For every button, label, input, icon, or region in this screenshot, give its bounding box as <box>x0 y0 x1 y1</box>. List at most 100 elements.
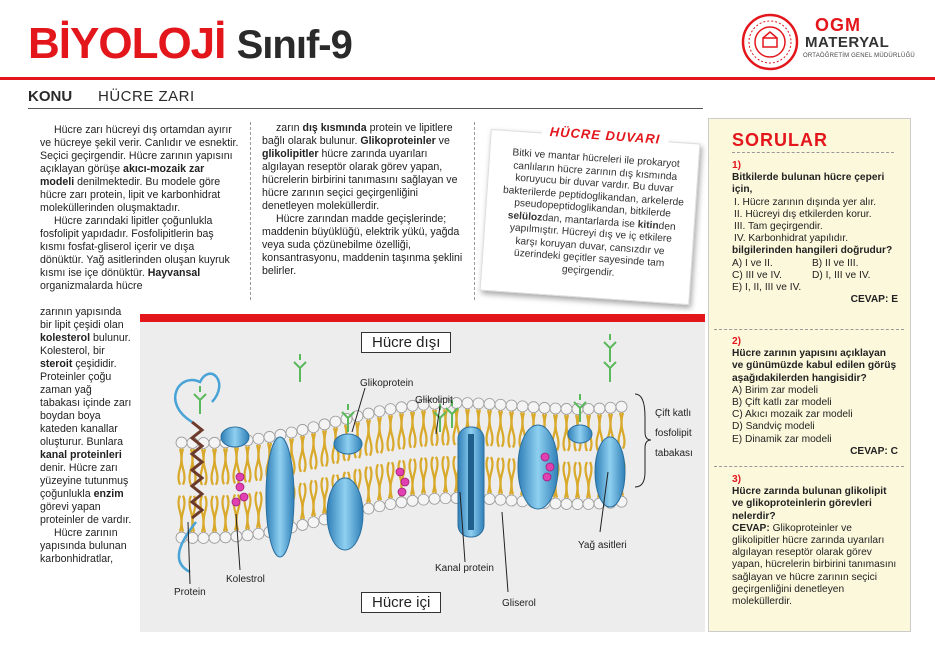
fatty-acid-tail <box>202 495 208 533</box>
phospholipid-head <box>417 493 430 506</box>
protein-strand <box>173 372 221 424</box>
phospholipid-head <box>439 492 452 505</box>
question-1: 1) Bitkilerde bulunan hücre çeperi için,… <box>732 160 898 306</box>
phospholipid-head <box>296 424 309 436</box>
brand-subtitle: ORTAÖĞRETİM GENEL MÜDÜRLÜĞÜ <box>803 53 915 59</box>
title-subject: BİYOLOJİ <box>28 19 226 68</box>
fatty-acid-tail <box>378 416 384 454</box>
fatty-acid-tail <box>510 458 516 495</box>
question-number: 2) <box>732 336 742 347</box>
fatty-acid-tail <box>488 456 494 494</box>
fatty-acid-tail <box>301 435 307 473</box>
peripheral-protein <box>220 426 250 448</box>
phospholipid-head <box>560 403 573 415</box>
phospholipid-head <box>505 399 518 412</box>
cholesterol-molecule <box>235 482 245 492</box>
fatty-acid-tail <box>411 411 417 449</box>
fatty-acid-tail <box>257 444 263 482</box>
cholesterol-label: Kolestrol <box>226 574 265 585</box>
question-number: 1) <box>732 160 742 171</box>
channel-protein-label: Kanal protein <box>435 563 494 574</box>
phospholipid-head <box>384 498 397 511</box>
bilayer-label-1: Çift katlı <box>655 408 692 419</box>
answer-option: C) III ve IV. <box>732 269 783 281</box>
question-statement: IV. Karbonhidrat yapılıdır. <box>734 233 849 245</box>
carbohydrate-chain <box>603 354 617 382</box>
fatty-acid-tail <box>499 410 505 448</box>
fatty-acid-tail <box>389 461 395 499</box>
phospholipid-head <box>197 532 210 544</box>
fatty-acid-tail <box>400 412 406 450</box>
fatty-acid-tail <box>422 410 428 448</box>
brand-materyal: MATERYAL <box>805 34 890 51</box>
cholesterol-molecule <box>395 467 405 477</box>
page-title: BİYOLOJİ Sınıf-9 <box>28 19 353 68</box>
fatty-acid-tail <box>433 409 439 447</box>
phospholipid-head <box>318 418 331 431</box>
cell-wall-card: HÜCRE DUVARI Bitki ve mantar hücreleri i… <box>479 123 701 306</box>
fatty-acid-tail <box>323 476 329 514</box>
phospholipid-head <box>527 401 540 414</box>
phospholipid-head <box>615 400 628 413</box>
answer-option: A) Birim zar modeli <box>732 384 819 396</box>
phospholipid-head <box>494 493 507 506</box>
peripheral-protein <box>567 424 593 444</box>
section-divider <box>140 314 705 322</box>
fatty-acid-tail <box>224 447 230 485</box>
fatty-acid-tail <box>367 419 373 457</box>
fatty-acids-label: Yağ asitleri <box>578 540 627 551</box>
phospholipid-head <box>263 431 276 443</box>
membrane-diagram: Hücre dışı Hücre içi Glikoprotein Glikol… <box>140 322 705 632</box>
phospholipid-head <box>230 530 243 543</box>
phospholipid-head <box>494 398 507 411</box>
answer-label: CEVAP: <box>732 522 770 534</box>
phospholipid-head <box>329 415 342 428</box>
fatty-acid-tail <box>378 463 384 501</box>
phospholipid-head <box>560 498 573 510</box>
integral-protein <box>326 477 364 551</box>
glycoprotein-label: Glikoprotein <box>360 378 414 389</box>
cholesterol-molecule <box>235 472 245 482</box>
fatty-acid-tail <box>510 411 516 449</box>
cell-wall-title: HÜCRE DUVARI <box>541 123 669 148</box>
phospholipid-head <box>384 403 397 416</box>
article-column-1-continued: zarının yapısında bir lipit çeşidi olan … <box>40 306 132 566</box>
topic-name: HÜCRE ZARI <box>98 88 195 105</box>
carbohydrate-chain <box>433 404 447 432</box>
bilayer-label-3: tabakası <box>655 448 693 459</box>
phospholipid-head <box>549 402 562 415</box>
carbohydrate-chain <box>293 354 307 382</box>
fatty-acid-tail <box>576 461 582 499</box>
glycoprotein <box>333 433 363 455</box>
paragraph: Hücre zarının yapısında bulunan karbonhi… <box>40 527 127 565</box>
question-stem: Hücre zarında bulunan glikolipit ve glik… <box>732 486 887 522</box>
protein-label: Protein <box>174 587 206 598</box>
phospholipid-head <box>373 405 386 418</box>
answer-option: E) Dinamik zar modeli <box>732 433 832 445</box>
outside-cell-label: Hücre dışı <box>361 332 452 353</box>
bilayer-label-2: fosfolipit <box>655 428 692 439</box>
answer-option: E) I, II, III ve IV. <box>732 282 802 294</box>
cholesterol-molecule <box>239 492 249 502</box>
questions-panel <box>708 118 911 632</box>
question-2: 2) Hücre zarının yapısını açıklayan ve g… <box>732 336 898 458</box>
cell-wall-text: Bitki ve mantar hücreleri ile prokaryot … <box>502 147 685 279</box>
questions-title-rule <box>732 152 894 154</box>
title-grade: Sınıf-9 <box>236 23 353 67</box>
fatty-acid-tail <box>312 479 318 517</box>
answer-option: C) Akıcı mozaik zar modeli <box>732 409 853 421</box>
paragraph: Hücre zarı hücreyi dış ortamdan ayırır v… <box>40 124 239 214</box>
phospholipid-head <box>241 529 254 542</box>
fatty-acid-tail <box>499 457 505 495</box>
fatty-acid-tail <box>213 495 219 533</box>
fatty-acid-tail <box>488 409 494 447</box>
phospholipid-head <box>296 519 309 531</box>
brand-ogm: OGM <box>815 15 861 35</box>
phospholipid-head <box>406 494 419 507</box>
phospholipid-head <box>307 516 320 529</box>
fatty-acid-tail <box>246 445 252 483</box>
inside-cell-label: Hücre içi <box>361 592 442 613</box>
phospholipid-head <box>538 402 551 414</box>
answer-key: CEVAP: C <box>850 445 898 457</box>
phospholipid-head <box>208 531 221 544</box>
